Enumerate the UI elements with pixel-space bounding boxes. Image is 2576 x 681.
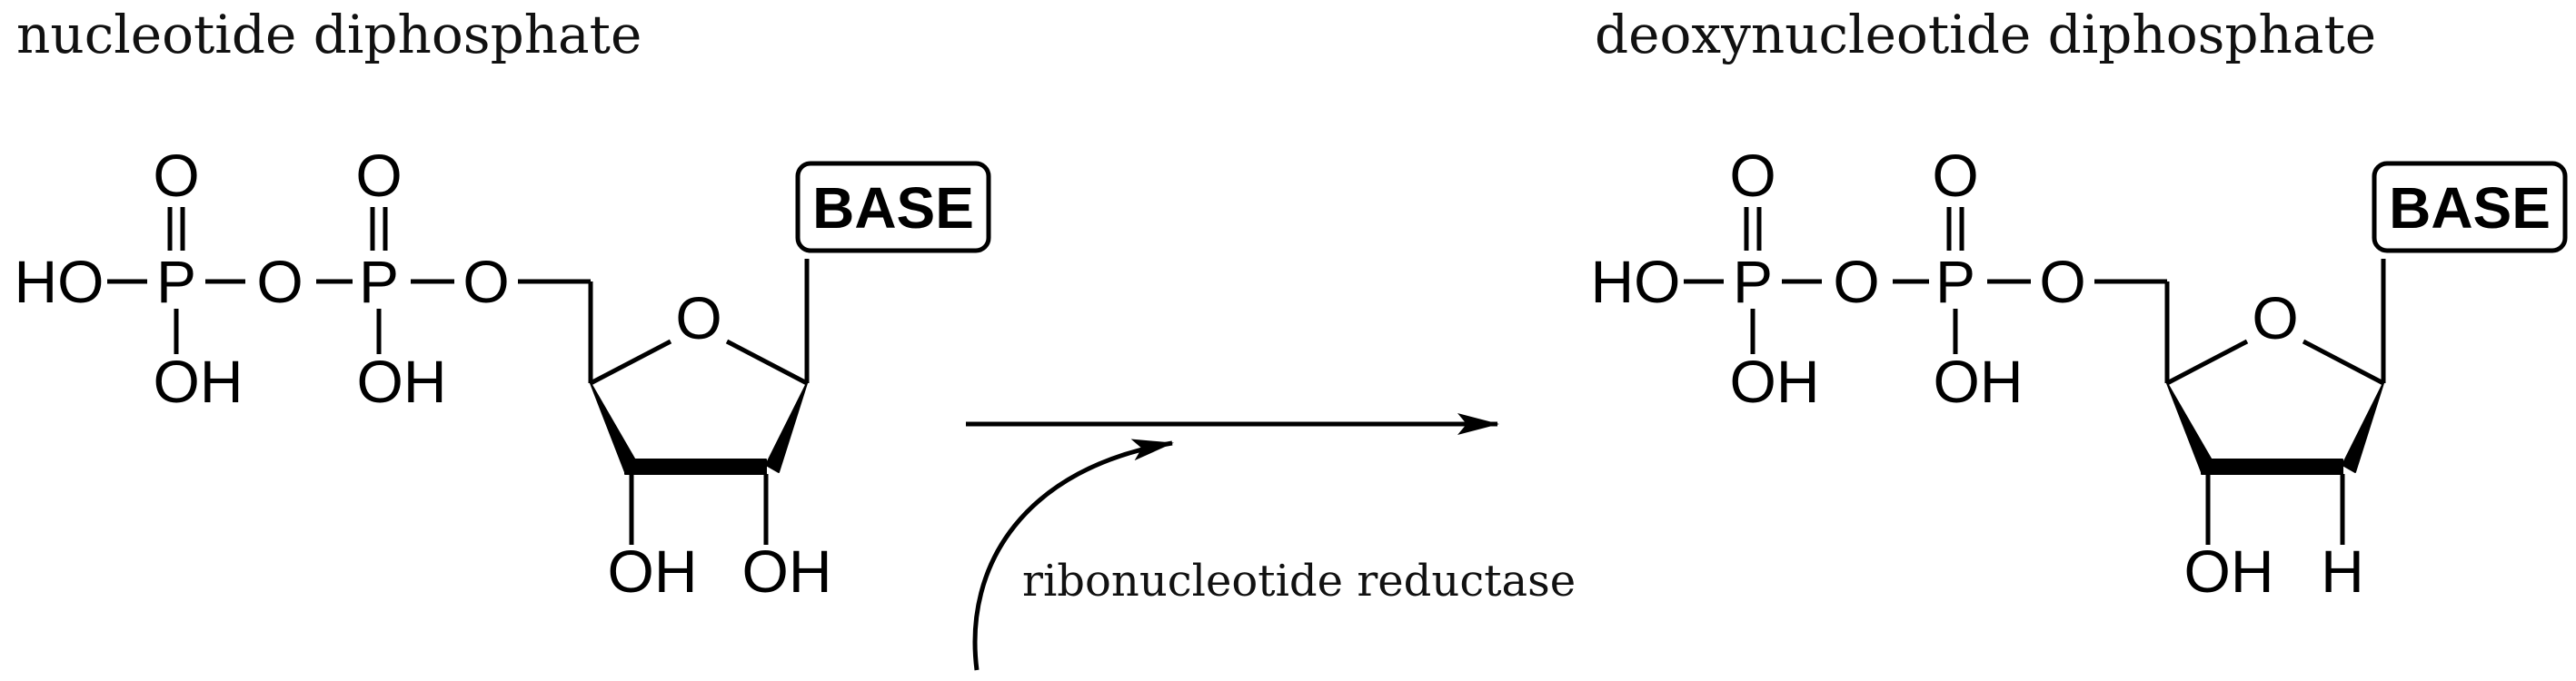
- atom-label: OH: [2184, 538, 2274, 605]
- base-box: [795, 161, 991, 253]
- atom-label: O: [2039, 248, 2085, 315]
- base-label: BASE: [812, 175, 974, 241]
- wedge-bond: [2342, 382, 2384, 473]
- atom-label: HO: [1591, 248, 1681, 315]
- atom-label: O: [462, 248, 509, 315]
- bond: [725, 339, 809, 386]
- product-base-box: BASE: [2372, 161, 2568, 253]
- wedge-bond: [765, 382, 808, 473]
- atom-label: P: [1935, 248, 1975, 315]
- product-title: deoxynucleotide diphosphate: [1595, 4, 2376, 65]
- product-deoxyribose-ring: [2164, 259, 2386, 545]
- atom-label: OH: [357, 348, 447, 415]
- atom-label: OH: [742, 538, 832, 605]
- reactant-phosphate-bonds: [107, 207, 591, 354]
- atom-label: O: [355, 142, 402, 209]
- reactant-molecule: nucleotide diphosphate: [15, 4, 991, 605]
- reactant-ribose-ring: [588, 259, 810, 545]
- reaction-arrow: ribonucleotide reductase: [966, 413, 1576, 671]
- enzyme-curved-arrow: [972, 439, 1174, 671]
- product-phosphate-bonds: [1684, 207, 2167, 354]
- atom-label: OH: [154, 348, 244, 415]
- atom-label: HO: [15, 248, 104, 315]
- atom-label: OH: [1934, 348, 2024, 415]
- bold-bond: [624, 459, 767, 475]
- product-atom-labels: HO P O P O O O OH OH O OH H: [1591, 142, 2364, 605]
- atom-label: H: [2321, 538, 2364, 605]
- atom-label: P: [156, 248, 196, 315]
- enzyme-label: ribonucleotide reductase: [1022, 556, 1576, 607]
- reactant-atom-labels: HO P O P O O O OH OH O OH OH: [15, 142, 832, 605]
- atom-label: O: [1729, 142, 1775, 209]
- atom-label: O: [675, 284, 721, 351]
- atom-label: O: [1833, 248, 1879, 315]
- atom-label: P: [1733, 248, 1773, 315]
- atom-label: O: [2252, 284, 2298, 351]
- bond: [2165, 339, 2249, 386]
- bond: [2302, 339, 2385, 386]
- reactant-base-box: BASE: [795, 161, 991, 253]
- atom-label: OH: [608, 538, 698, 605]
- reactant-title: nucleotide diphosphate: [16, 4, 642, 65]
- atom-label: P: [359, 248, 399, 315]
- bold-bond: [2201, 459, 2343, 475]
- atom-label: O: [153, 142, 199, 209]
- base-box: [2372, 161, 2568, 253]
- atom-label: O: [256, 248, 303, 315]
- base-label: BASE: [2389, 175, 2551, 241]
- atom-label: OH: [1730, 348, 1820, 415]
- atom-label: O: [1932, 142, 1978, 209]
- product-molecule: deoxynucleotide diphosphate: [1591, 4, 2568, 605]
- bond: [589, 339, 672, 386]
